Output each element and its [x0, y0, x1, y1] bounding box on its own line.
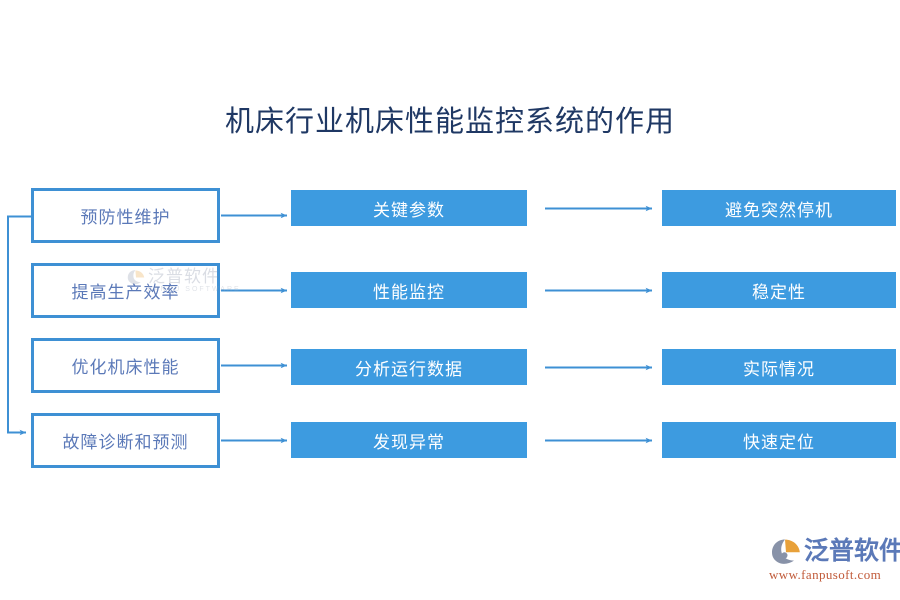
brand-logo-url: www.fanpusoft.com	[769, 567, 882, 582]
brand-logo: 泛普软件 www.fanpusoft.com	[768, 536, 900, 586]
cause-box-1[interactable]: 预防性维护	[31, 188, 220, 243]
effect-box-4[interactable]: 快速定位	[662, 422, 896, 458]
effect-box-2[interactable]: 稳定性	[662, 272, 896, 308]
cause-box-4[interactable]: 故障诊断和预测	[31, 413, 220, 468]
cause-box-3[interactable]: 优化机床性能	[31, 338, 220, 393]
effect-box-1[interactable]: 避免突然停机	[662, 190, 896, 226]
cause-box-2[interactable]: 提高生产效率	[31, 263, 220, 318]
brand-logo-icon	[772, 539, 800, 564]
middle-box-1[interactable]: 关键参数	[291, 190, 527, 226]
middle-box-2[interactable]: 性能监控	[291, 272, 527, 308]
middle-box-3[interactable]: 分析运行数据	[291, 349, 527, 385]
brand-logo-name: 泛普软件	[804, 537, 900, 565]
effect-box-3[interactable]: 实际情况	[662, 349, 896, 385]
middle-box-4[interactable]: 发现异常	[291, 422, 527, 458]
page-title: 机床行业机床性能监控系统的作用	[224, 106, 675, 138]
arrow-feedback-loop	[7, 215, 31, 436]
